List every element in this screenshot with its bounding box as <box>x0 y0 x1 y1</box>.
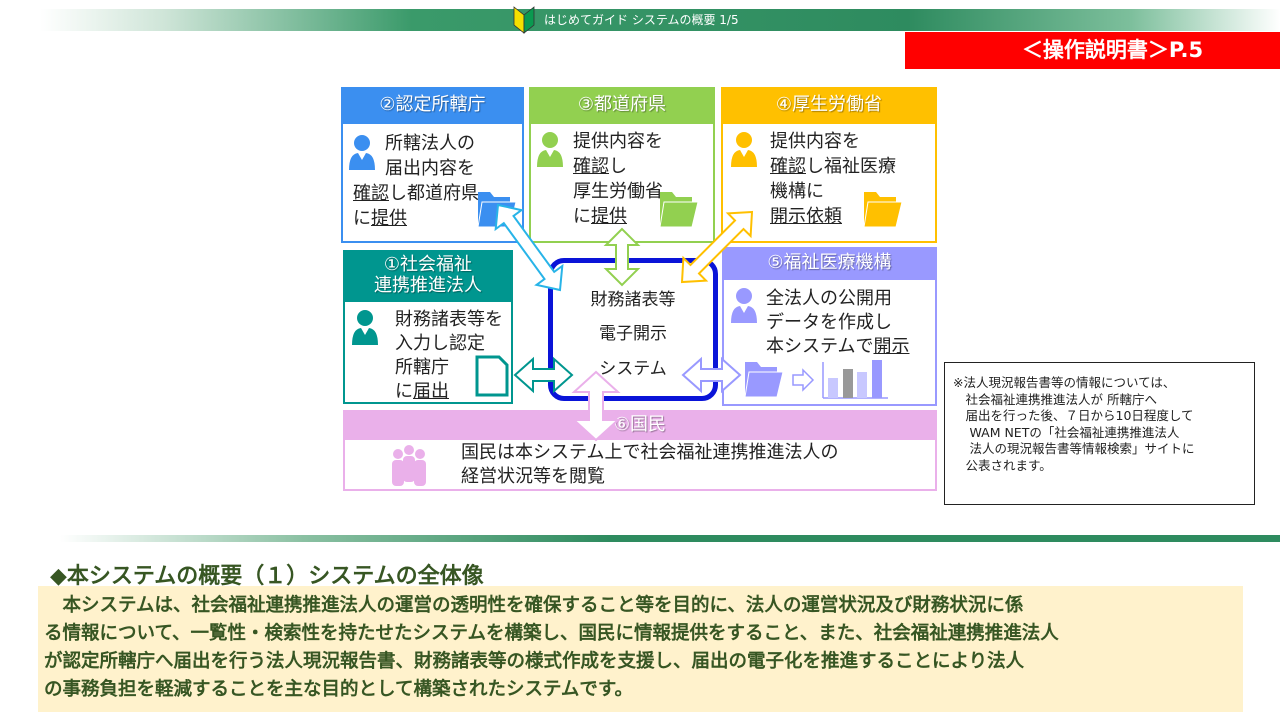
folder-icon <box>744 371 784 398</box>
chart-bar <box>843 369 853 398</box>
person-icon <box>542 132 558 148</box>
people-icon <box>392 460 404 486</box>
center-text: 電子開示 <box>599 324 667 344</box>
people-icon <box>404 445 414 455</box>
person-icon <box>352 328 378 345</box>
box-text: に <box>353 208 371 229</box>
box-text: 全法人の公開用 <box>766 288 892 309</box>
box-text: 本システムで <box>766 336 874 357</box>
box-text: 確認 <box>353 183 389 204</box>
center-text: システム <box>599 359 667 379</box>
box-title: ①社会福祉 <box>383 254 473 275</box>
box-text: し <box>609 156 627 177</box>
box-title: ③都道府県 <box>531 89 713 124</box>
person-icon <box>357 310 373 326</box>
box-title: ④厚生労働省 <box>723 89 935 124</box>
box-title: ⑥国民 <box>345 412 935 440</box>
box-text: に <box>573 206 591 227</box>
section-divider <box>60 535 1280 542</box>
center-text: 財務諸表等 <box>590 290 676 310</box>
box-text: 入力し認定 <box>395 333 485 354</box>
box-text: 確認 <box>770 156 806 177</box>
box-text: 提供 <box>591 206 627 227</box>
box-text: 提供内容を <box>770 131 860 152</box>
box-text: 所轄庁 <box>395 357 449 378</box>
box-text: 届出内容を <box>385 158 475 179</box>
box-text: 厚生労働省 <box>573 181 663 202</box>
double-arrow <box>680 210 754 284</box>
section-title: ◆本システムの概要（１）システムの全体像 <box>50 564 484 589</box>
chart-bar <box>857 372 867 398</box>
box-text: 提供 <box>371 208 407 229</box>
box-text: 機構に <box>770 181 824 202</box>
box-text: し福祉医療 <box>806 156 896 177</box>
person-icon <box>736 288 752 304</box>
box-title: ⑤福祉医療機構 <box>724 249 935 280</box>
person-icon <box>731 306 757 323</box>
person-icon <box>537 150 563 167</box>
summary-box: 本システムは、社会福祉連携推進法人の運営の透明性を確保すること等を目的に、法人の… <box>38 586 1243 712</box>
people-icon <box>414 460 426 486</box>
box-text: 開示 <box>873 336 910 357</box>
double-arrow <box>571 370 621 442</box>
folder-icon <box>863 201 903 228</box>
header-bar <box>40 9 1280 31</box>
people-icon <box>403 456 415 482</box>
box-text: し都道府県 <box>389 183 479 204</box>
person-icon <box>349 153 375 170</box>
summary-line: 本システムは、社会福祉連携推進法人の運営の透明性を確保すること等を目的に、法人の… <box>44 595 1024 616</box>
summary-line: の事務負担を軽減することを主な目的として構築されたシステムです。 <box>44 679 634 700</box>
box-text: 提供内容を <box>573 131 663 152</box>
box-text: に <box>395 381 413 402</box>
double-arrow <box>603 227 641 287</box>
beginner-mark-icon <box>513 6 535 34</box>
right-arrow-icon <box>792 368 815 392</box>
person-icon <box>731 150 757 167</box>
header-title: はじめてガイド システムの概要 1/5 <box>544 13 739 27</box>
double-arrow <box>681 356 742 394</box>
box-title: ②認定所轄庁 <box>343 89 522 124</box>
box-text: 財務諸表等を <box>395 309 503 330</box>
double-arrow <box>494 203 564 292</box>
people-icon <box>415 449 425 459</box>
chart-bar <box>872 360 882 398</box>
box-text: 国民は本システム上で社会福祉連携推進法人の <box>461 442 839 463</box>
box-text: 届出 <box>413 381 449 402</box>
chart-bar <box>828 378 838 398</box>
box-text: 所轄法人の <box>385 133 475 154</box>
box-text: 確認 <box>573 156 609 177</box>
box-ministry: ④厚生労働省 提供内容を 確認し福祉医療 機構に 開示依頼 <box>721 87 937 243</box>
box-text: 経営状況等を閲覧 <box>461 466 605 487</box>
box-welfare-corporation: ①社会福祉連携推進法人 財務諸表等を 入力し認定 所轄庁 に届出 <box>343 250 513 404</box>
manual-reference: ＜操作説明書＞P.5 <box>905 32 1280 69</box>
box-text: 開示依頼 <box>770 206 842 227</box>
summary-line: が認定所轄庁へ届出を行う法人現況報告書、財務諸表等の様式作成を支援し、届出の電子… <box>44 651 1025 672</box>
document-icon <box>475 355 509 397</box>
folder-icon <box>659 201 699 228</box>
summary-line: る情報について、一覧性・検索性を持たせたシステムを構築し、国民に情報提供をするこ… <box>44 623 1059 644</box>
note-box: ※法人現況報告書等の情報については、 社会福祉連携推進法人が 所轄庁へ 届出を行… <box>944 362 1255 505</box>
box-citizens: ⑥国民 国民は本システム上で社会福祉連携推進法人の経営状況等を閲覧 <box>343 410 937 491</box>
double-arrow <box>513 356 574 394</box>
person-icon <box>736 132 752 148</box>
people-icon <box>393 449 403 459</box>
box-text: データを作成し <box>766 312 892 333</box>
person-icon <box>354 135 370 151</box>
box-title: 連携推進法人 <box>374 274 482 296</box>
